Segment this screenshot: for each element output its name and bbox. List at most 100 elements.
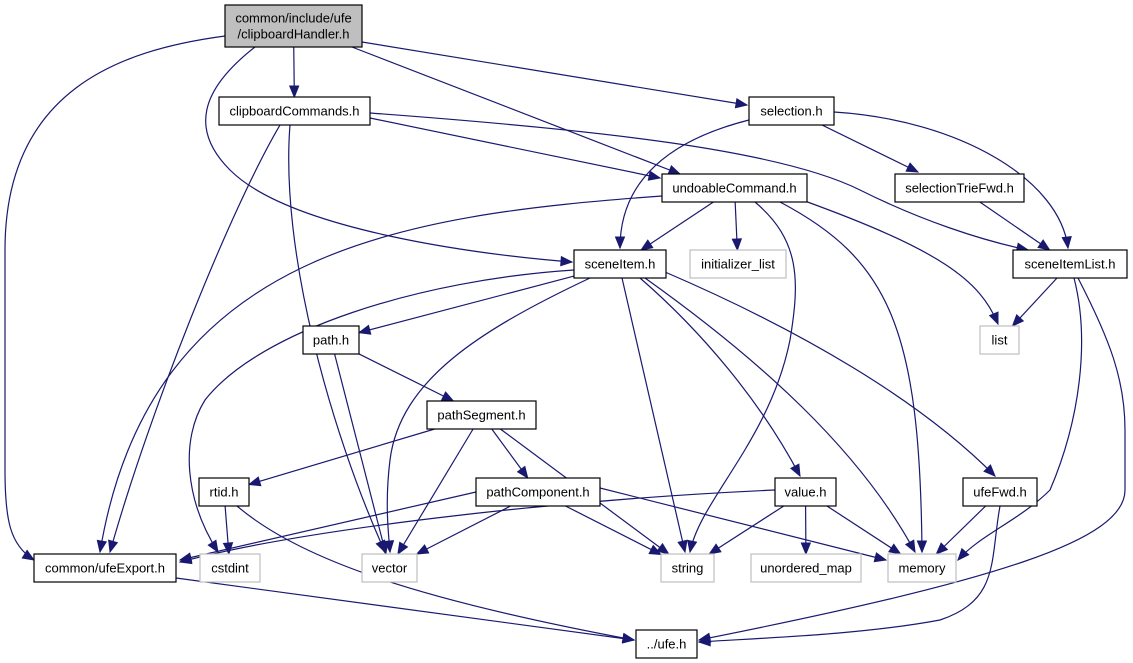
node-label: cstdint xyxy=(211,561,249,576)
node-initializer_list: initializer_list xyxy=(689,249,787,279)
arrowhead-icon xyxy=(800,542,812,556)
edge-rtid-to-ufe xyxy=(236,505,636,644)
node-box xyxy=(962,477,1038,507)
edge-value-to-unordered_map xyxy=(800,505,812,556)
edge-pathSegment-to-vector xyxy=(397,428,474,556)
edge-line xyxy=(698,505,1001,643)
edge-sceneItem-to-path xyxy=(357,275,575,335)
arrowhead-icon xyxy=(207,539,219,554)
node-box xyxy=(198,477,250,507)
arrowhead-icon xyxy=(560,255,574,267)
edge-pathSegment-to-rtid xyxy=(247,428,435,487)
node-box xyxy=(660,553,715,583)
node-label: pathComponent.h xyxy=(486,485,589,500)
edge-sceneItemList-to-memory xyxy=(957,277,1083,561)
node-selection[interactable]: selection.h xyxy=(748,96,835,126)
edge-ufeExport-to-ufe xyxy=(175,577,636,644)
edge-line xyxy=(351,46,681,175)
node-list: list xyxy=(979,325,1020,355)
arrowhead-icon xyxy=(621,633,636,644)
edge-sceneItem-to-ufeFwd xyxy=(664,271,996,477)
edge-line xyxy=(109,124,281,553)
node-cstdint: cstdint xyxy=(199,553,261,583)
edge-line xyxy=(621,277,686,553)
edge-root-to-ufeExport xyxy=(4,35,226,561)
arrowhead-icon xyxy=(440,391,455,402)
arrowhead-icon xyxy=(731,238,743,252)
node-box xyxy=(1012,249,1128,279)
arrowhead-icon xyxy=(357,324,372,335)
node-box xyxy=(979,325,1020,355)
arrowhead-icon xyxy=(734,97,749,109)
node-box xyxy=(224,4,363,48)
arrowhead-icon xyxy=(178,553,193,565)
node-label: initializer_list xyxy=(701,257,775,272)
arrowhead-icon xyxy=(904,539,916,554)
edge-line xyxy=(397,428,474,555)
edge-sceneItem-to-string xyxy=(621,277,688,554)
node-ufeExport[interactable]: common/ufeExport.h xyxy=(33,553,177,583)
edge-line xyxy=(179,489,776,563)
arrowhead-icon xyxy=(516,465,529,480)
edge-line xyxy=(358,275,575,334)
node-string: string xyxy=(660,553,715,583)
edge-line xyxy=(334,353,387,555)
edge-line xyxy=(640,201,714,251)
node-rtid[interactable]: rtid.h xyxy=(198,477,250,507)
edge-line xyxy=(386,277,591,553)
edge-line xyxy=(4,35,226,561)
edge-selectionTrieFwd-to-sceneItemList xyxy=(979,201,1051,251)
node-clipboardCommands[interactable]: clipboardCommands.h xyxy=(218,96,371,126)
arrowhead-icon xyxy=(1037,239,1051,251)
edge-line xyxy=(565,505,662,556)
node-label: selectionTrieFwd.h xyxy=(905,181,1014,196)
node-path[interactable]: path.h xyxy=(302,325,360,355)
node-value[interactable]: value.h xyxy=(774,477,837,507)
node-box xyxy=(361,553,418,583)
node-pathSegment[interactable]: pathSegment.h xyxy=(426,400,537,430)
arrowhead-icon xyxy=(983,464,996,477)
node-unordered_map: unordered_map xyxy=(750,553,862,583)
edge-selection-to-selectionTrieFwd xyxy=(821,124,920,173)
node-label: undoableCommand.h xyxy=(672,181,796,196)
edge-line xyxy=(664,271,996,477)
arrowhead-icon xyxy=(96,539,108,554)
edge-sceneItemList-to-list xyxy=(1011,277,1058,327)
node-label: unordered_map xyxy=(760,561,852,576)
edge-line xyxy=(698,277,1126,641)
node-label: vector xyxy=(372,561,408,576)
node-pathComponent[interactable]: pathComponent.h xyxy=(475,477,601,507)
node-ufeFwd[interactable]: ufeFwd.h xyxy=(962,477,1038,507)
edge-clipboardCommands-to-undoableCommand xyxy=(369,117,662,181)
node-label: /clipboardHandler.h xyxy=(237,27,349,42)
edge-line xyxy=(361,41,748,106)
edge-rtid-to-cstdint xyxy=(222,505,234,556)
node-label: rtid.h xyxy=(210,485,239,500)
node-box xyxy=(635,629,698,659)
arrowhead-icon xyxy=(647,170,662,181)
node-root[interactable]: common/include/ufe/clipboardHandler.h xyxy=(224,4,363,48)
edge-undoableCommand-to-ufeExport xyxy=(96,195,663,554)
node-memory: memory xyxy=(887,553,957,583)
arrowhead-icon xyxy=(614,236,626,250)
node-sceneItem[interactable]: sceneItem.h xyxy=(573,249,667,279)
node-selectionTrieFwd[interactable]: selectionTrieFwd.h xyxy=(894,173,1025,203)
edge-line xyxy=(708,505,785,555)
arrowhead-icon xyxy=(916,540,928,554)
node-sceneItemList[interactable]: sceneItemList.h xyxy=(1012,249,1128,279)
edge-line xyxy=(979,201,1050,251)
edge-undoableCommand-to-memory xyxy=(779,201,928,554)
edge-line xyxy=(188,269,575,553)
node-ufe[interactable]: ../ufe.h xyxy=(635,629,698,659)
node-label: selection.h xyxy=(760,104,822,119)
edge-line xyxy=(369,117,661,179)
node-box xyxy=(894,173,1025,203)
edge-line xyxy=(236,505,635,641)
node-box xyxy=(302,325,360,355)
node-undoableCommand[interactable]: undoableCommand.h xyxy=(661,173,808,203)
arrowhead-icon xyxy=(935,542,949,555)
edge-line xyxy=(205,46,573,263)
arrowhead-icon xyxy=(415,544,430,555)
edge-sceneItem-to-memory xyxy=(644,277,916,554)
edge-ufeFwd-to-memory xyxy=(935,505,987,555)
